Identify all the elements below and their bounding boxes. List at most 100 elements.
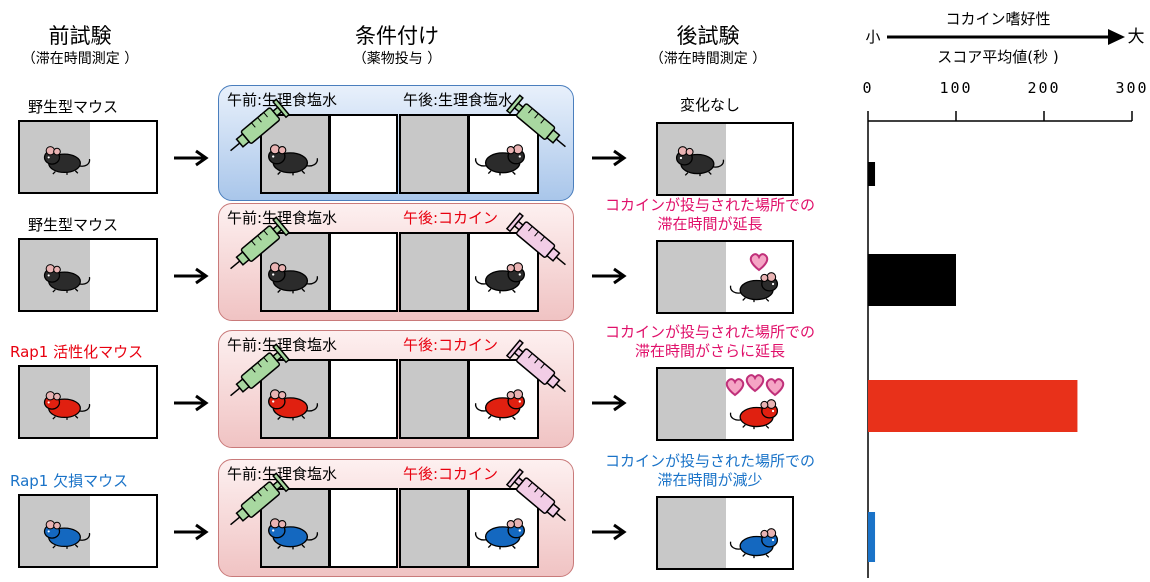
- result-text: 変化なし: [560, 96, 860, 115]
- conditioning-subheader: （薬物投与 ）: [352, 51, 442, 67]
- result-text-line: 滞在時間が延長: [657, 215, 763, 233]
- post-test-chamber: [656, 240, 794, 314]
- post-test-chamber: [656, 496, 794, 570]
- bar: [868, 254, 956, 306]
- mouse: [42, 518, 92, 553]
- arrow: [590, 266, 630, 290]
- mouse: [728, 270, 780, 306]
- conditioning-panel: 午前:生理食塩水午後:生理食塩水: [218, 85, 574, 201]
- saline-syringe: [503, 94, 573, 160]
- syringe-icon: [230, 216, 291, 270]
- pm-treatment-label: 午後:コカイン: [403, 465, 499, 483]
- pre-test-chamber: [18, 365, 158, 439]
- mouse-strain-label: Rap1 欠損マウス: [10, 472, 129, 490]
- arrow-icon: [592, 149, 627, 167]
- heart-icon: [765, 378, 785, 397]
- result-text-line: 滞在時間が減少: [657, 471, 763, 489]
- mouse: [473, 260, 527, 297]
- arrow-icon: [174, 267, 209, 285]
- mouse-icon: [268, 518, 319, 550]
- top-axis-title: コカイン嗜好性: [945, 10, 1050, 28]
- saline-syringe: [223, 343, 293, 409]
- mouse-icon: [268, 144, 319, 176]
- am-chamber: [260, 488, 398, 568]
- mouse-strain-label: Rap1 活性化マウス: [10, 343, 144, 361]
- heart: [764, 377, 786, 401]
- tick-label: 300: [1115, 79, 1148, 97]
- pre-test-subheader: （滞在時間測定 ）: [21, 51, 139, 67]
- cocaine-syringe: [503, 212, 573, 278]
- result-text: コカインが投与された場所での滞在時間がさらに延長: [560, 323, 860, 361]
- mouse: [674, 144, 726, 180]
- am-treatment-label: 午前:生理食塩水: [227, 209, 338, 227]
- cocaine-syringe: [503, 468, 573, 534]
- arrow: [590, 522, 630, 546]
- gray-compartment: [658, 242, 726, 312]
- result-text: コカインが投与された場所での滞在時間が延長: [560, 196, 860, 234]
- arrow: [172, 148, 212, 172]
- divider: [328, 490, 331, 566]
- syringe-icon: [505, 94, 566, 148]
- mouse: [473, 516, 527, 553]
- mouse: [42, 389, 92, 424]
- mouse-icon: [474, 518, 525, 550]
- heart-icon: [749, 253, 769, 272]
- pre-test-header: 前試験: [48, 24, 112, 48]
- mouse: [266, 142, 320, 179]
- heart-icon: [725, 378, 745, 397]
- arrow-icon: [592, 267, 627, 285]
- divider: [467, 490, 470, 566]
- result-text-line: 変化なし: [679, 96, 740, 114]
- saline-syringe: [223, 98, 293, 164]
- syringe-icon: [230, 98, 291, 152]
- mouse-icon: [474, 389, 525, 421]
- pre-test-chamber: [18, 120, 158, 194]
- mouse-icon: [43, 264, 91, 293]
- mouse: [266, 260, 320, 297]
- arrow: [590, 393, 630, 417]
- result-text-line: 滞在時間がさらに延長: [634, 342, 785, 360]
- divider: [328, 361, 331, 437]
- am-treatment-label: 午前:生理食塩水: [227, 91, 338, 109]
- pm-treatment-label: 午後:コカイン: [403, 209, 499, 227]
- arrow: [590, 148, 630, 172]
- syringe-icon: [505, 339, 566, 393]
- syringe-icon: [230, 472, 291, 526]
- pm-chamber: [399, 488, 539, 568]
- gray-compartment: [401, 361, 467, 437]
- mouse-icon: [268, 262, 319, 294]
- divider: [467, 361, 470, 437]
- arrow-icon: [592, 394, 627, 412]
- mouse: [728, 397, 780, 433]
- syringe-icon: [505, 468, 566, 522]
- gray-compartment: [401, 490, 467, 566]
- post-test-chamber: [656, 122, 794, 196]
- gray-compartment: [401, 234, 467, 310]
- result-text-line: コカインが投与された場所での: [604, 452, 815, 470]
- am-chamber: [260, 359, 398, 439]
- preference-arrow-head: [1108, 29, 1125, 45]
- result-text-line: コカインが投与された場所での: [604, 196, 815, 214]
- mouse-icon: [43, 391, 91, 420]
- syringe-icon: [230, 343, 291, 397]
- arrow: [172, 266, 212, 290]
- gray-compartment: [658, 498, 726, 568]
- bar: [868, 380, 1078, 432]
- gray-compartment: [658, 369, 726, 439]
- result-text: コカインが投与された場所での滞在時間が減少: [560, 452, 860, 490]
- divider: [328, 234, 331, 310]
- post-test-subheader: （滞在時間測定 ）: [649, 51, 767, 67]
- tick-label: 100: [939, 79, 972, 97]
- conditioning-panel: 午前:生理食塩水午後:コカイン: [218, 330, 574, 448]
- mouse-icon: [474, 262, 525, 294]
- mouse: [728, 526, 780, 562]
- mouse: [42, 144, 92, 179]
- heart: [724, 377, 746, 401]
- mouse: [473, 387, 527, 424]
- mouse: [266, 516, 320, 553]
- axis-right-label: 大: [1128, 27, 1145, 47]
- mouse-strain-label: 野生型マウス: [28, 98, 119, 116]
- divider: [328, 116, 331, 192]
- post-test-chamber: [656, 367, 794, 441]
- heart-icon: [745, 374, 765, 393]
